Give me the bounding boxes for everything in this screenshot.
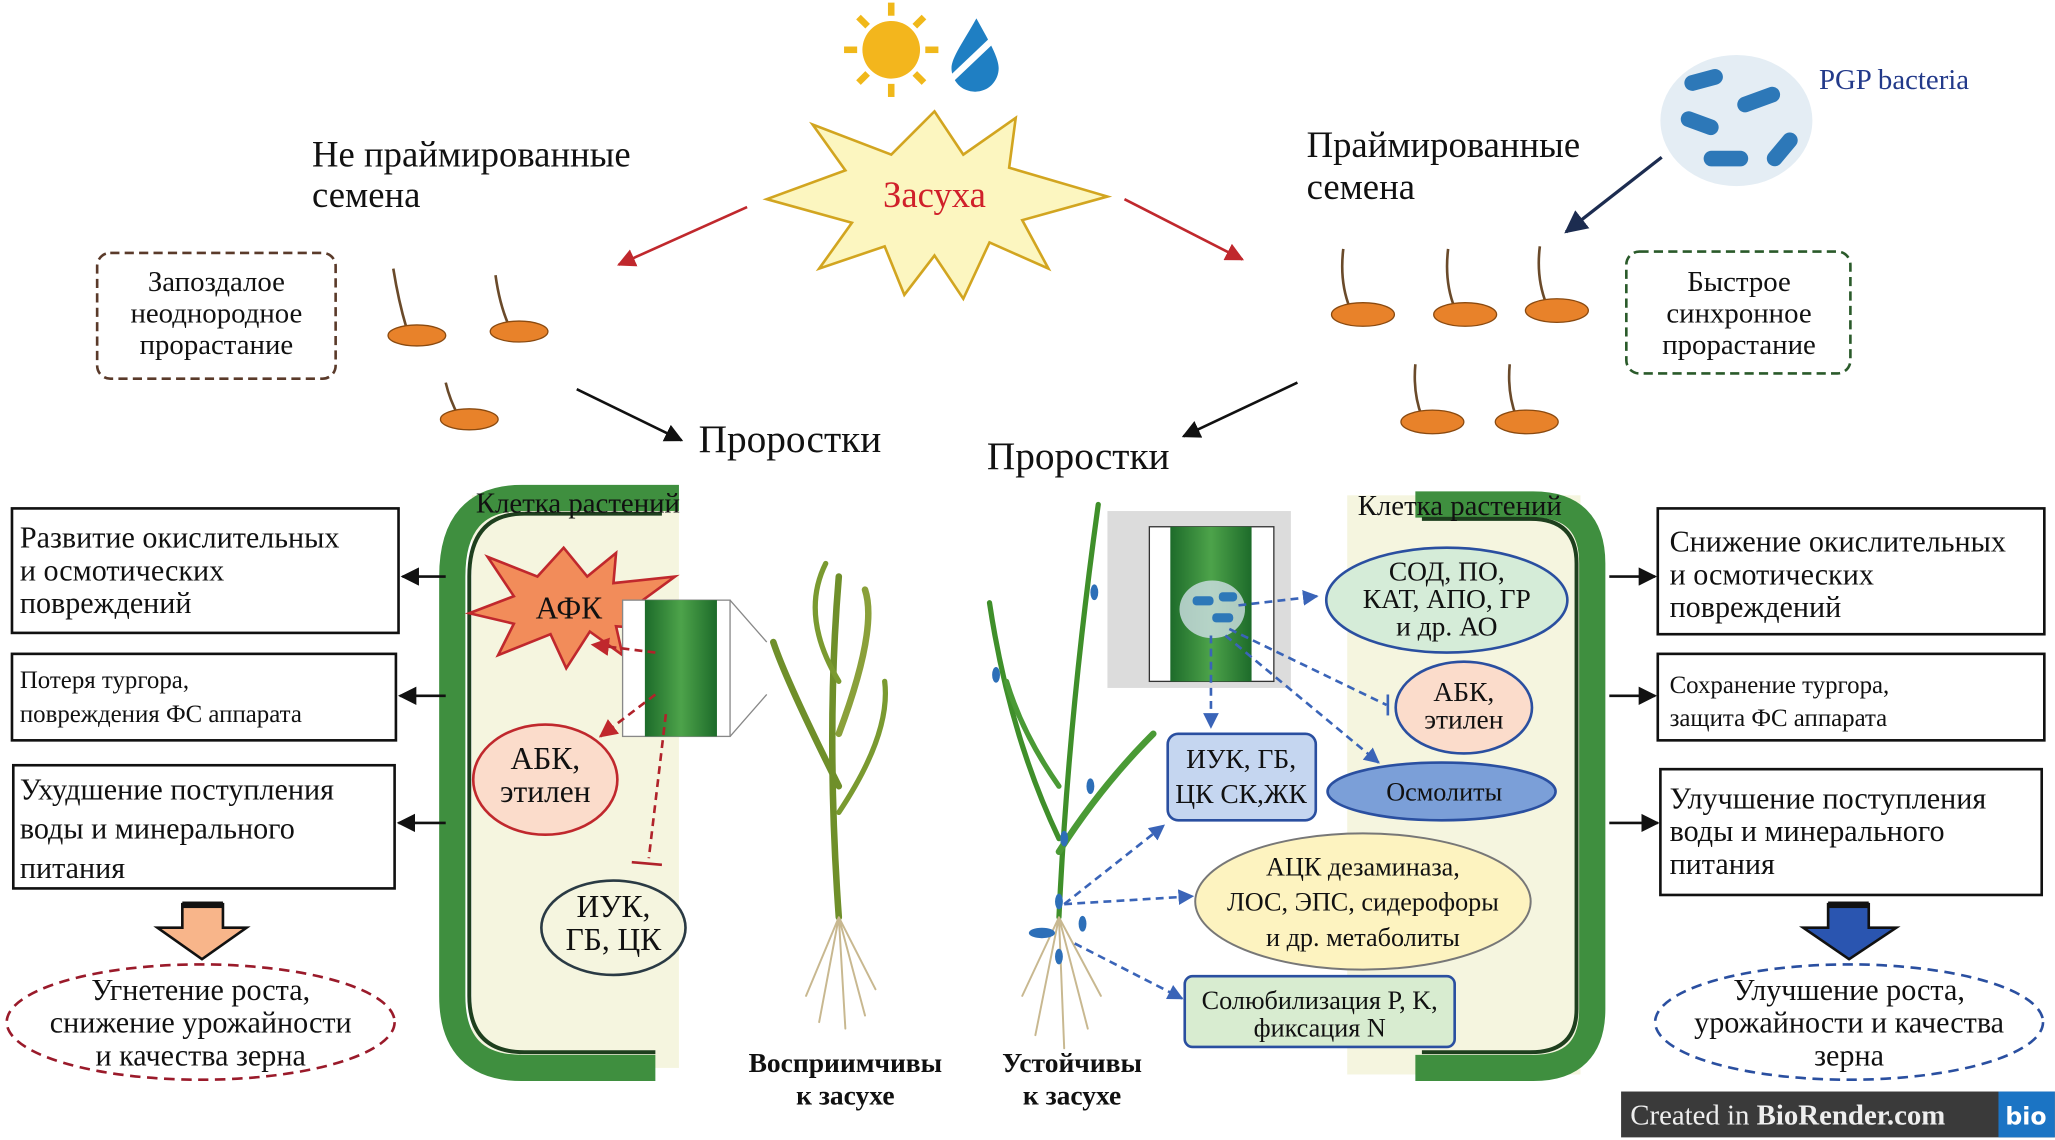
- svg-text:АБК,этилен: АБК,этилен: [500, 741, 591, 809]
- svg-text:АБК,этилен: АБК,этилен: [1424, 676, 1503, 735]
- osmolytes-ellipse: Осмолиты: [1326, 761, 1557, 822]
- svg-text:Улучшение роста,урожайности и: Улучшение роста,урожайности и качествазе…: [1694, 973, 2004, 1073]
- seedlings-label-left: Проростки: [699, 417, 882, 461]
- solubilization-box: Солюбилизация P, K,фиксация N: [1183, 974, 1456, 1049]
- bacteria-arrow: [1564, 155, 1663, 234]
- drought-arrow-right: [1123, 198, 1245, 261]
- right-effect-box-turgor: Сохранение тургора,защита ФС аппарата: [1656, 652, 2046, 742]
- seedlings-label-right: Проростки: [987, 434, 1170, 478]
- biorender-badge[interactable]: Created in BioRender.com bio: [1621, 1091, 2055, 1138]
- seedlings-arrow-left: [576, 387, 684, 442]
- left-red-pathways: [590, 637, 668, 867]
- drought-burst: Засуха: [762, 109, 1113, 302]
- svg-text:Осмолиты: Осмолиты: [1386, 778, 1502, 807]
- svg-text:Солюбилизация P, K,фиксация N: Солюбилизация P, K,фиксация N: [1202, 986, 1438, 1043]
- afk-burst: АФК: [464, 545, 680, 671]
- right-down-arrow-icon: [1798, 901, 1901, 961]
- susceptible-plant-icon: [770, 560, 888, 1030]
- sun-icon: [844, 2, 939, 97]
- svg-text:bio: bio: [2005, 1102, 2046, 1130]
- left-leaf-zoom: [621, 599, 768, 738]
- seedlings-arrow-right: [1181, 381, 1298, 438]
- hormones-box: ИУК, ГБ,ЦК СК,ЖК: [1166, 732, 1318, 822]
- svg-text:АФК: АФК: [536, 590, 604, 625]
- left-iuk-ellipse: ИУК,ГБ, ЦК: [540, 879, 687, 977]
- right-cell-label: Клетка растений: [1358, 490, 1562, 522]
- svg-text:ИУК, ГБ,ЦК СК,ЖК: ИУК, ГБ,ЦК СК,ЖК: [1175, 743, 1307, 809]
- drought-label: Засуха: [883, 174, 986, 215]
- right-blue-pathways: [1063, 590, 1390, 1000]
- germinating-seeds-unprimed: [387, 268, 549, 431]
- biorender-logo: [1998, 1091, 2055, 1138]
- left-cell-label: Клетка растений: [476, 487, 680, 519]
- svg-text:Сохранение тургора,защита ФС а: Сохранение тургора,защита ФС аппарата: [1670, 672, 1890, 732]
- germinating-seeds-primed: [1330, 246, 1589, 435]
- tolerant-plant-icon: [986, 501, 1157, 1050]
- pgp-bacteria-icon: [1660, 55, 1813, 187]
- svg-text:СОД, ПО,КАТ, АПО, ГРи др. АО: СОД, ПО,КАТ, АПО, ГРи др. АО: [1363, 555, 1531, 641]
- svg-text:Потеря тургора,повреждения ФС: Потеря тургора,повреждения ФС аппарата: [20, 667, 302, 728]
- left-effect-box-turgor: Потеря тургора,повреждения ФС аппарата: [10, 652, 398, 742]
- left-down-arrow-icon: [153, 901, 251, 961]
- pgp-bacteria-label: PGP bacteria: [1819, 64, 1969, 96]
- drought-arrow-left: [616, 205, 748, 267]
- svg-text:ИУК,ГБ, ЦК: ИУК,ГБ, ЦК: [566, 889, 663, 957]
- no-water-drop-icon: [946, 18, 1004, 92]
- right-abk-ellipse: АБК,этилен: [1394, 660, 1534, 755]
- right-leaf-zoom: [1107, 511, 1291, 688]
- left-effect-arrows: [396, 567, 446, 833]
- svg-text:Created in BioRender.com: Created in BioRender.com: [1630, 1099, 1945, 1131]
- right-effect-arrows: [1609, 567, 1660, 833]
- left-abk-ellipse: АБК,этилен: [471, 723, 619, 836]
